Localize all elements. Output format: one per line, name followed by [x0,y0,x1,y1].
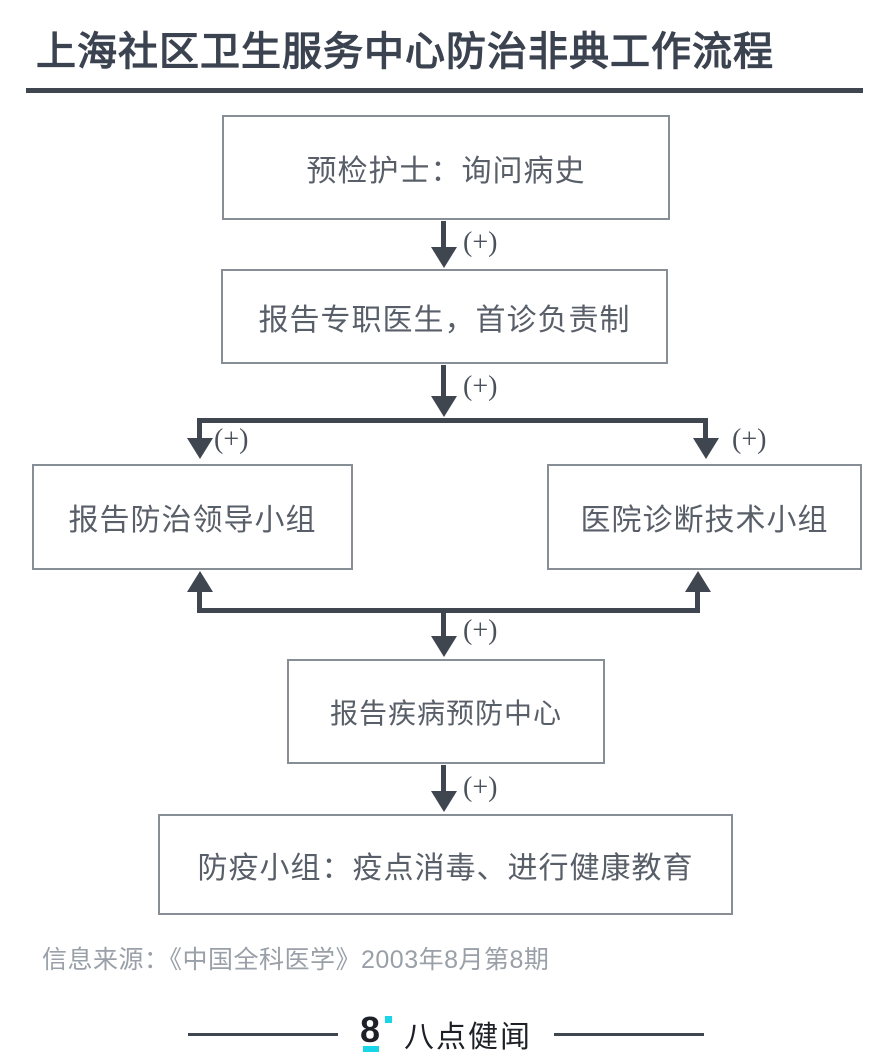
flow-node-label: 报告疾病预防中心 [329,697,562,729]
flow-node-epidemic-group[interactable]: 防疫小组：疫点消毒、进行健康教育 [158,814,733,915]
merge-right-arrow [685,571,711,592]
edge-label-cdc-to-epigrp: (+) [463,772,498,803]
edge-merge-to-cdc-arrow [431,636,457,657]
edge-doctor-to-split-arrow [431,396,457,417]
merge-bar [197,608,700,613]
flow-node-leading-group[interactable]: 报告防治领导小组 [32,464,353,570]
split-left-arrow [187,438,213,459]
split-left-drop [197,418,202,444]
title-underline [26,88,863,93]
merge-right-riser [695,592,700,610]
edge-label-split-to-right: (+) [732,424,767,455]
brand-eight-glyph: 8 [360,1009,381,1050]
flow-node-diagnosis-group[interactable]: 医院诊断技术小组 [547,464,862,570]
edge-label-doctor-to-split: (+) [463,371,498,402]
footer-bar: 8 八点健闻 [0,1011,892,1056]
merge-left-arrow [187,571,213,592]
brand-accent-bar-icon [363,1046,379,1052]
edge-doctor-to-split-line [441,365,446,402]
flow-node-label: 报告防治领导小组 [68,504,317,537]
split-right-drop [703,418,708,444]
flow-node-triage[interactable]: 预检护士：询问病史 [222,115,670,220]
source-note: 信息来源：《中国全科医学》2003年8月第8期 [42,946,550,974]
edge-cdc-to-epigrp-line [441,765,446,798]
edge-triage-to-doctor-arrow [431,247,457,268]
edge-cdc-to-epigrp-arrow [431,791,457,812]
edge-label-triage-to-doctor: (+) [463,227,498,258]
flow-node-doctor[interactable]: 报告专职医生，首诊负责制 [221,269,668,364]
edge-label-merge-to-cdc: (+) [463,615,498,646]
split-right-arrow [693,438,719,459]
edge-label-split-to-left: (+) [214,424,249,455]
brand-lockup: 8 八点健闻 [360,1011,532,1056]
edge-merge-to-cdc-line [441,608,446,639]
flow-node-label: 医院诊断技术小组 [580,504,829,537]
flow-node-label: 报告专职医生，首诊负责制 [258,303,631,337]
footer-rule-left [188,1032,338,1036]
split-bar [197,418,708,423]
brand-eight-icon: 8 [360,1011,392,1053]
merge-left-riser [197,592,202,610]
flow-node-label: 防疫小组：疫点消毒、进行健康教育 [197,851,694,885]
edge-triage-to-doctor-line [441,221,446,254]
flow-node-cdc[interactable]: 报告疾病预防中心 [287,659,605,764]
brand-accent-dot-icon [385,1016,392,1023]
page-title: 上海社区卫生服务中心防治非典工作流程 [36,30,774,74]
footer-rule-right [554,1032,704,1036]
brand-name: 八点健闻 [404,1021,532,1054]
flow-node-label: 预检护士：询问病史 [306,154,586,188]
